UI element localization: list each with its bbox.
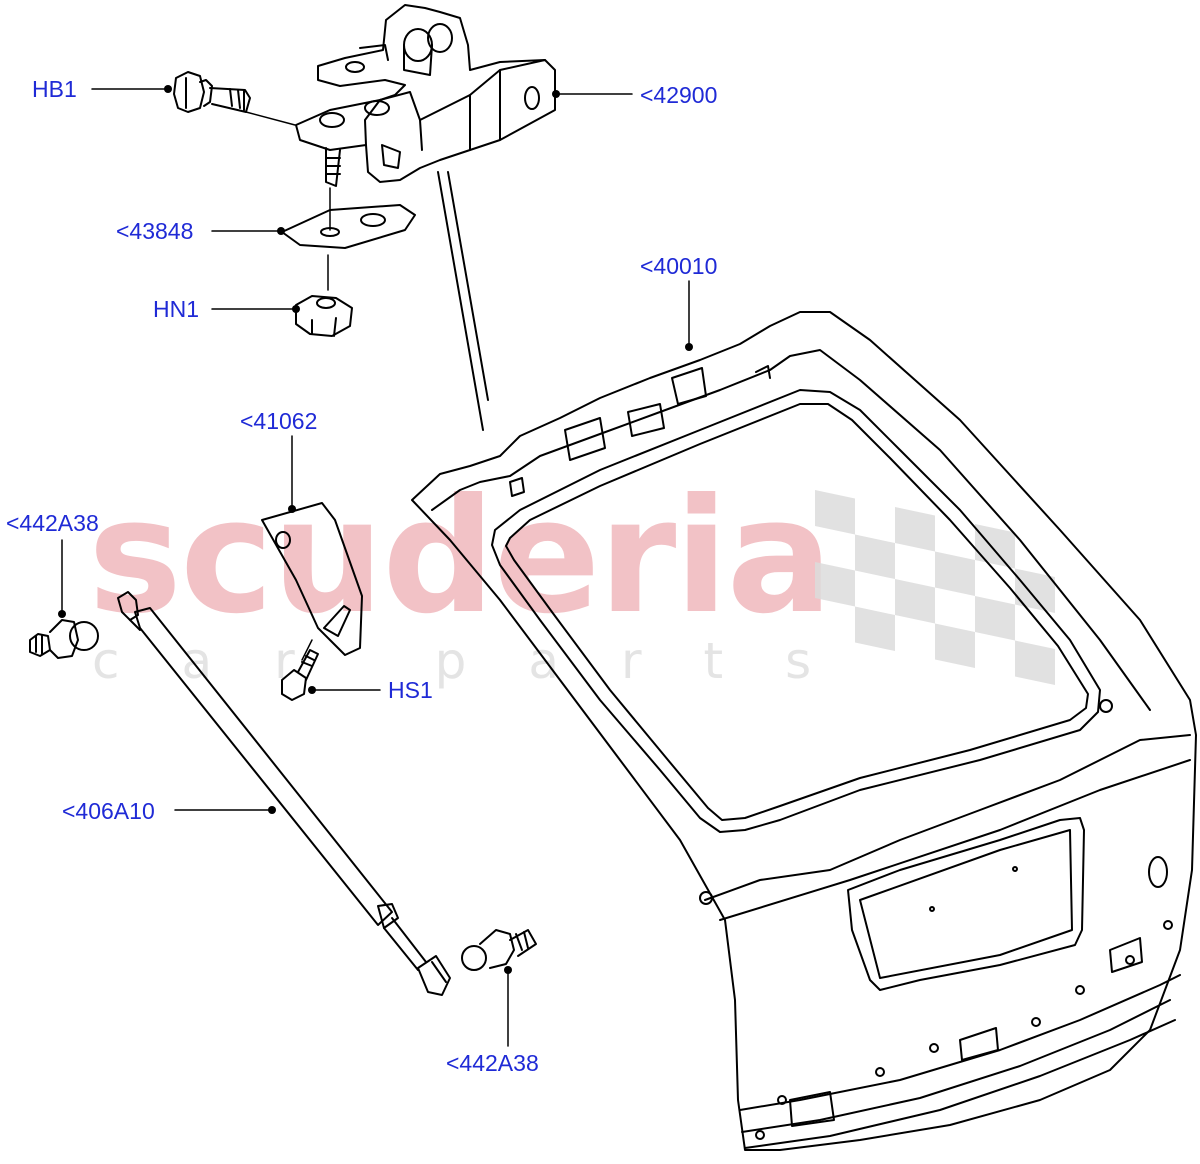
callout-hs1[interactable]: HS1 bbox=[388, 677, 433, 703]
callout-43848[interactable]: <43848 bbox=[116, 218, 194, 244]
bolt-hb1 bbox=[173, 71, 296, 126]
callout-hn1[interactable]: HN1 bbox=[153, 296, 200, 322]
bracket-41062 bbox=[261, 502, 363, 661]
callout-442a38-upper[interactable]: <442A38 bbox=[6, 510, 99, 536]
checkered-flag-icon bbox=[815, 490, 1055, 686]
callout-406a10[interactable]: <406A10 bbox=[62, 798, 155, 824]
hinge-part bbox=[295, 4, 556, 183]
callout-40010[interactable]: <40010 bbox=[640, 253, 718, 279]
tailgate-panel bbox=[411, 311, 1197, 1151]
watermark-title: scuderia bbox=[88, 465, 833, 649]
ball-stud-upper bbox=[29, 619, 99, 659]
leader-dots bbox=[58, 85, 693, 974]
watermark-subtitle: car parts bbox=[92, 632, 874, 690]
screw-hs1 bbox=[281, 649, 319, 701]
ball-stud-lower bbox=[461, 929, 537, 971]
callout-42900[interactable]: <42900 bbox=[640, 82, 718, 108]
gas-strut bbox=[117, 591, 451, 996]
callout-41062[interactable]: <41062 bbox=[240, 408, 318, 434]
stud-and-plate bbox=[281, 147, 416, 291]
nut-hn1 bbox=[295, 295, 353, 337]
callout-442a38-lower[interactable]: <442A38 bbox=[446, 1050, 539, 1076]
callout-hb1[interactable]: HB1 bbox=[32, 76, 77, 102]
leader-lines bbox=[61, 88, 690, 1047]
